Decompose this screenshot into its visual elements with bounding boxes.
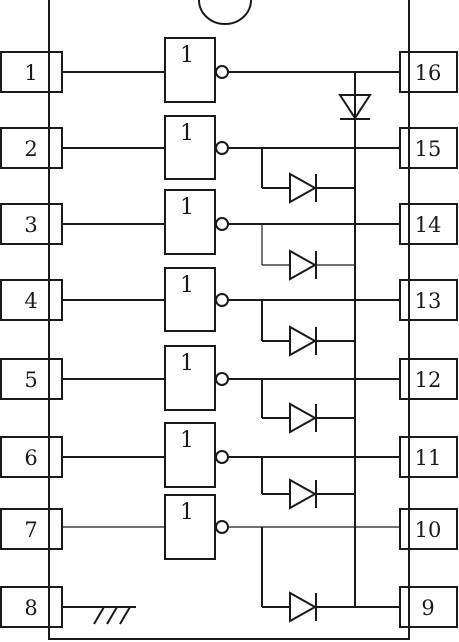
pin-4: 4 <box>0 279 63 321</box>
pin-8: 8 <box>0 586 63 628</box>
inverter-gate-3: 1 <box>62 189 400 255</box>
gate-symbol: 1 <box>180 500 194 525</box>
inverter-bubble-icon <box>215 520 229 534</box>
pin-label: 6 <box>24 446 37 470</box>
pin-1: 1 <box>0 51 63 93</box>
pin-label: 1 <box>24 61 37 85</box>
diode-icon <box>261 224 355 281</box>
pin-7: 7 <box>0 508 63 550</box>
inverter-bubble-icon <box>215 293 229 307</box>
pin-label: 11 <box>415 446 442 470</box>
pin-label: 12 <box>415 368 442 392</box>
inverter-gate-1: 1 <box>62 37 400 103</box>
inverter-bubble-icon <box>215 65 229 79</box>
gate-symbol: 1 <box>180 351 194 376</box>
chip-notch <box>198 0 252 25</box>
diode-icon <box>338 94 372 120</box>
inverter-bubble-icon <box>215 372 229 386</box>
pin-14: 14 <box>399 203 458 245</box>
right-pins: 16 15 14 13 12 11 10 9 <box>399 51 458 628</box>
gate-symbol: 1 <box>180 121 194 146</box>
pin-label: 15 <box>415 137 442 161</box>
inverter-gate-2: 1 <box>62 115 400 180</box>
gate-symbol: 1 <box>180 273 194 298</box>
pin-label: 9 <box>421 596 434 620</box>
gate-symbol: 1 <box>180 43 194 68</box>
pin-label: 7 <box>24 518 37 542</box>
diode-icon <box>261 300 355 357</box>
inverter-bubble-icon <box>215 217 229 231</box>
diode-icon <box>261 379 355 434</box>
inverter-bubble-icon <box>215 450 229 464</box>
pin-6: 6 <box>0 436 63 478</box>
pin-2: 2 <box>0 127 63 169</box>
gate-symbol: 1 <box>180 195 194 220</box>
pin-label: 13 <box>415 289 442 313</box>
clamp-diodes <box>261 148 355 623</box>
pin-label: 2 <box>24 137 37 161</box>
inverter-gate-5: 1 <box>62 345 400 411</box>
pin-label: 16 <box>415 61 442 85</box>
pin-label: 8 <box>24 596 37 620</box>
pin-label: 3 <box>24 213 37 237</box>
inverter-gate-7: 1 <box>62 494 400 560</box>
left-pins: 1 2 3 4 5 6 7 8 <box>0 51 63 628</box>
pin-label: 5 <box>24 368 37 392</box>
pin-12: 12 <box>399 358 458 400</box>
inverter-gate-4: 1 <box>62 267 400 332</box>
pin-label: 14 <box>415 213 442 237</box>
inverter-gates: 1 1 1 1 1 <box>62 37 400 560</box>
diode-icon <box>261 457 355 510</box>
diode-icon <box>261 148 355 204</box>
pin-label: 4 <box>24 289 37 313</box>
inverter-gate-6: 1 <box>62 422 400 488</box>
ground-icon <box>62 606 136 625</box>
pin-3: 3 <box>0 203 63 245</box>
pin-10: 10 <box>399 508 458 550</box>
pin-label: 10 <box>415 518 442 542</box>
diode-icon <box>261 527 355 623</box>
gate-symbol: 1 <box>180 428 194 453</box>
pin-5: 5 <box>0 358 63 400</box>
inverter-bubble-icon <box>215 141 229 155</box>
